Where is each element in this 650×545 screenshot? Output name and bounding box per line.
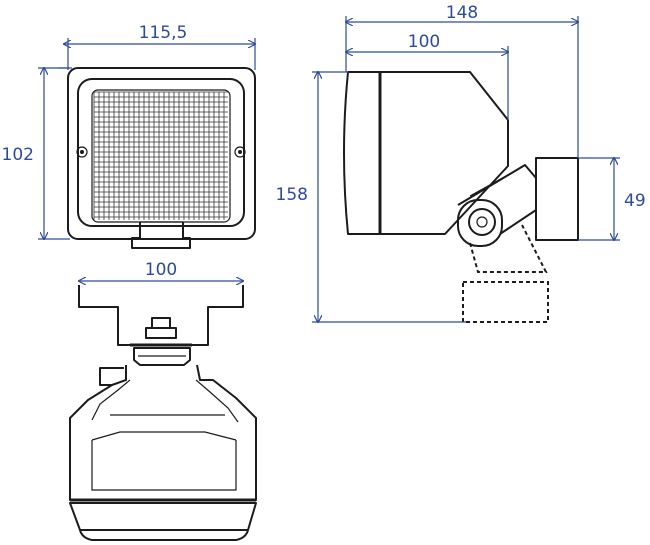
side-lens-bezel [343, 71, 381, 235]
side-bracket-height-label: 49 [624, 191, 646, 211]
front-housing [67, 67, 256, 240]
front-height-dimension: 102 [2, 68, 70, 239]
side-view: 148 100 158 49 [276, 3, 646, 323]
left-screw-icon [76, 146, 88, 158]
bottom-bracket-dimension: 100 [79, 260, 243, 281]
bottom-bracket-width-label: 100 [145, 260, 177, 280]
right-screw-icon [234, 146, 246, 158]
mount-bolt-icon [130, 317, 192, 347]
bottom-lens-band [69, 502, 257, 531]
side-total-length-label: 148 [446, 3, 478, 23]
front-mount-tab [131, 222, 191, 249]
front-width-dimension: 115,5 [58, 23, 255, 70]
bottom-bracket [78, 285, 244, 346]
side-bracket-block [535, 157, 579, 241]
side-housing-length-label: 100 [408, 32, 440, 52]
front-height-label: 102 [2, 145, 34, 165]
side-housing-length-dimension: 100 [346, 32, 508, 120]
alternate-mount-dashed [469, 224, 548, 273]
lens-grid-pattern [93, 91, 228, 220]
side-total-height-label: 158 [276, 185, 308, 205]
side-housing [380, 71, 509, 235]
bottom-view: 100 [69, 260, 257, 541]
side-total-height-dimension: 158 [276, 72, 466, 322]
front-view: 115,5 102 [2, 23, 256, 249]
pivot-block [133, 347, 191, 366]
side-pivot-icon [457, 199, 503, 247]
front-lens-frame [77, 78, 245, 227]
side-bracket-height-dimension: 49 [578, 158, 646, 240]
front-width-label: 115,5 [139, 23, 188, 43]
side-total-length-dimension: 148 [346, 3, 578, 158]
